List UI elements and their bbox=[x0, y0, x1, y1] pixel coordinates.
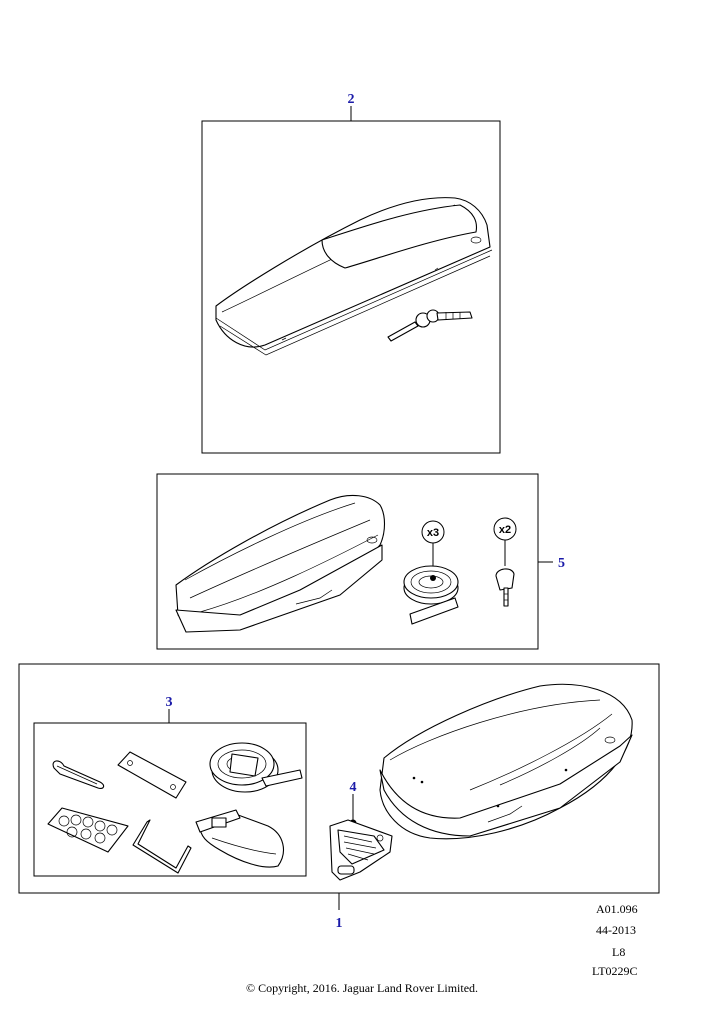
adhesive-dots-icon bbox=[47, 807, 129, 853]
reference-code-2: 44-2013 bbox=[596, 923, 636, 937]
clamp-bracket-icon bbox=[195, 809, 284, 868]
mounting-bracket-part-4[interactable]: 4 bbox=[329, 780, 393, 881]
qty-key: x2 bbox=[499, 524, 511, 536]
panel-roof-box-large: 2 bbox=[201, 92, 501, 454]
keys-icon bbox=[387, 309, 473, 342]
rubber-pad-icon bbox=[117, 751, 187, 799]
callout-3[interactable]: 3 bbox=[166, 695, 173, 710]
callout-5[interactable]: 5 bbox=[558, 556, 565, 571]
qty-tape: x3 bbox=[427, 527, 439, 539]
roof-box-part-5[interactable] bbox=[175, 494, 386, 633]
copyright-notice: © Copyright, 2016. Jaguar Land Rover Lim… bbox=[245, 981, 479, 995]
roof-box-part-2[interactable] bbox=[215, 197, 493, 356]
roof-box-part-1[interactable] bbox=[379, 683, 633, 840]
callout-4[interactable]: 4 bbox=[350, 780, 357, 795]
fitting-kit-box: 3 bbox=[33, 695, 307, 877]
callout-2[interactable]: 2 bbox=[348, 92, 355, 107]
tape-roll-icon: x3 bbox=[403, 520, 459, 625]
callout-1[interactable]: 1 bbox=[336, 916, 343, 931]
panel-roof-box-kit: 1 3 bbox=[18, 663, 660, 931]
allen-key-icon bbox=[132, 819, 192, 874]
reference-code-1: A01.096 bbox=[596, 902, 638, 916]
reference-code-3: L8 bbox=[612, 945, 626, 959]
strap-roll-icon bbox=[209, 742, 303, 793]
hook-clip-icon bbox=[52, 760, 105, 789]
reference-code-4: LT0229C bbox=[592, 964, 638, 978]
panel-roof-box-medium: 5 x3 x2 bbox=[156, 473, 565, 650]
key-icon: x2 bbox=[493, 517, 517, 607]
